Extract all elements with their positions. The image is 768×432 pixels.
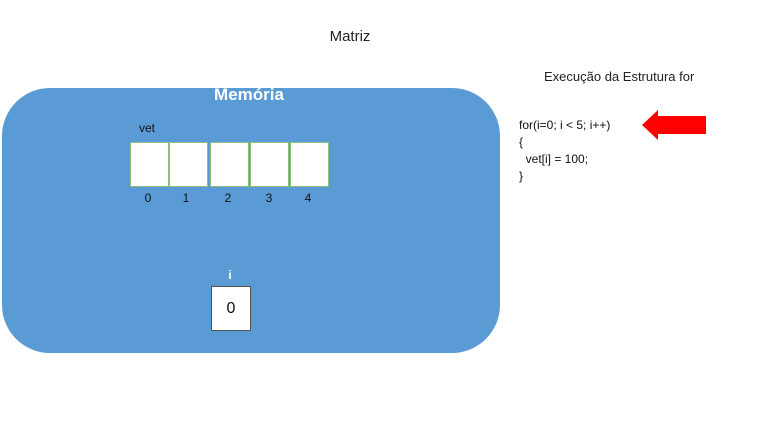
vet-index-1: 1: [182, 191, 190, 205]
execution-label: Execução da Estrutura for: [544, 69, 695, 84]
left-arrow-shape: [642, 110, 706, 140]
code-line-3: }: [519, 169, 524, 183]
vet-cell-4: [290, 142, 329, 187]
slide-title: Matriz: [329, 28, 371, 45]
vet-index-4: 4: [304, 191, 312, 205]
vet-cell-3: [250, 142, 289, 187]
vet-index-3: 3: [265, 191, 273, 205]
code-line-0: for(i=0; i < 5; i++): [519, 118, 611, 132]
vet-index-2: 2: [224, 191, 232, 205]
i-variable-label: i: [228, 268, 232, 282]
vet-index-0: 0: [144, 191, 152, 205]
vet-cell-0: [130, 142, 169, 187]
code-block: for(i=0; i < 5; i++) { vet[i] = 100;}: [519, 117, 610, 185]
memory-region: [2, 88, 500, 353]
vet-cell-1: [169, 142, 208, 187]
i-variable-box: 0: [211, 286, 251, 331]
memory-label: Memória: [214, 85, 284, 104]
code-line-2: vet[i] = 100;: [519, 152, 589, 166]
vet-cell-2: [210, 142, 249, 187]
vet-label: vet: [139, 121, 156, 135]
code-line-1: {: [519, 135, 524, 149]
left-arrow-icon: [642, 110, 706, 140]
